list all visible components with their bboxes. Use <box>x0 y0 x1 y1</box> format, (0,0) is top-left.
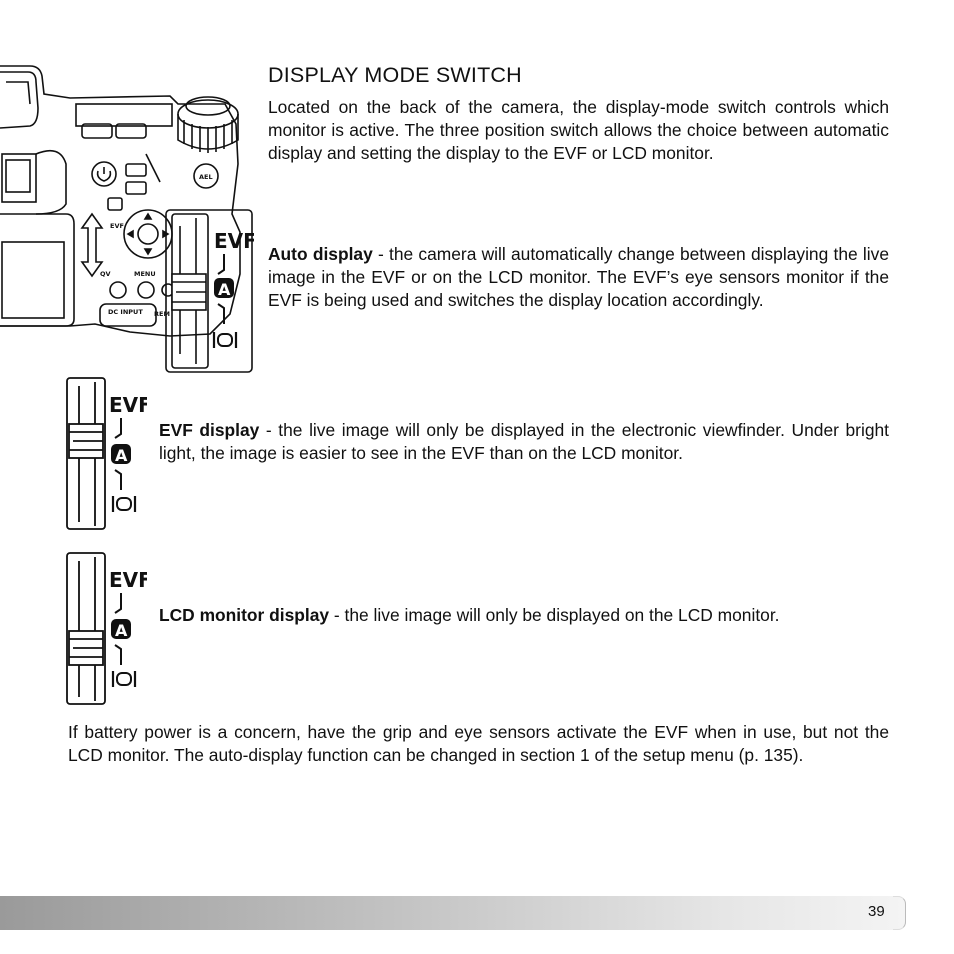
page-number: 39 <box>868 903 885 920</box>
intro-paragraph: Located on the back of the camera, the d… <box>268 97 889 163</box>
switch-lcd-icon: EVF A <box>66 552 147 705</box>
footer-bar-cap <box>893 896 906 930</box>
auto-display-term: Auto display <box>268 244 373 264</box>
evf-display-term: EVF display <box>159 420 260 440</box>
auto-display-text: - the camera will automatically change b… <box>268 244 889 310</box>
footer-bar <box>0 896 906 930</box>
camera-rem-label: REM <box>154 310 170 318</box>
lcd-display-paragraph: LCD monitor display - the live image wil… <box>159 604 865 627</box>
camera-back-illustration: EVF A AEL EVF QV MENU REM DC INPUT <box>0 65 254 373</box>
camera-dc-input-label: DC INPUT <box>108 308 143 316</box>
camera-qv-label: QV <box>100 270 111 278</box>
switch-evf-icon: EVF A <box>66 377 147 530</box>
camera-switch-evf-label: EVF <box>214 229 254 253</box>
camera-switch-auto-label: A <box>218 280 231 299</box>
camera-evf-small-label: EVF <box>110 222 124 230</box>
evf-display-text: - the live image will only be displayed … <box>159 420 890 463</box>
auto-display-paragraph: Auto display - the camera will automatic… <box>268 243 889 312</box>
lcd-display-text: - the live image will only be displayed … <box>329 605 780 625</box>
battery-paragraph: If battery power is a concern, have the … <box>68 722 889 765</box>
lcd-switch-evf-label: EVF <box>109 568 147 592</box>
camera-menu-label: MENU <box>134 270 156 278</box>
evf-switch-auto-label: A <box>115 446 128 465</box>
evf-display-paragraph: EVF display - the live image will only b… <box>159 419 889 465</box>
camera-ael-label: AEL <box>199 173 213 181</box>
evf-switch-evf-label: EVF <box>109 393 147 417</box>
lcd-display-term: LCD monitor display <box>159 605 330 625</box>
page-title: DISPLAY MODE SWITCH <box>268 63 522 87</box>
lcd-switch-auto-label: A <box>115 621 128 640</box>
